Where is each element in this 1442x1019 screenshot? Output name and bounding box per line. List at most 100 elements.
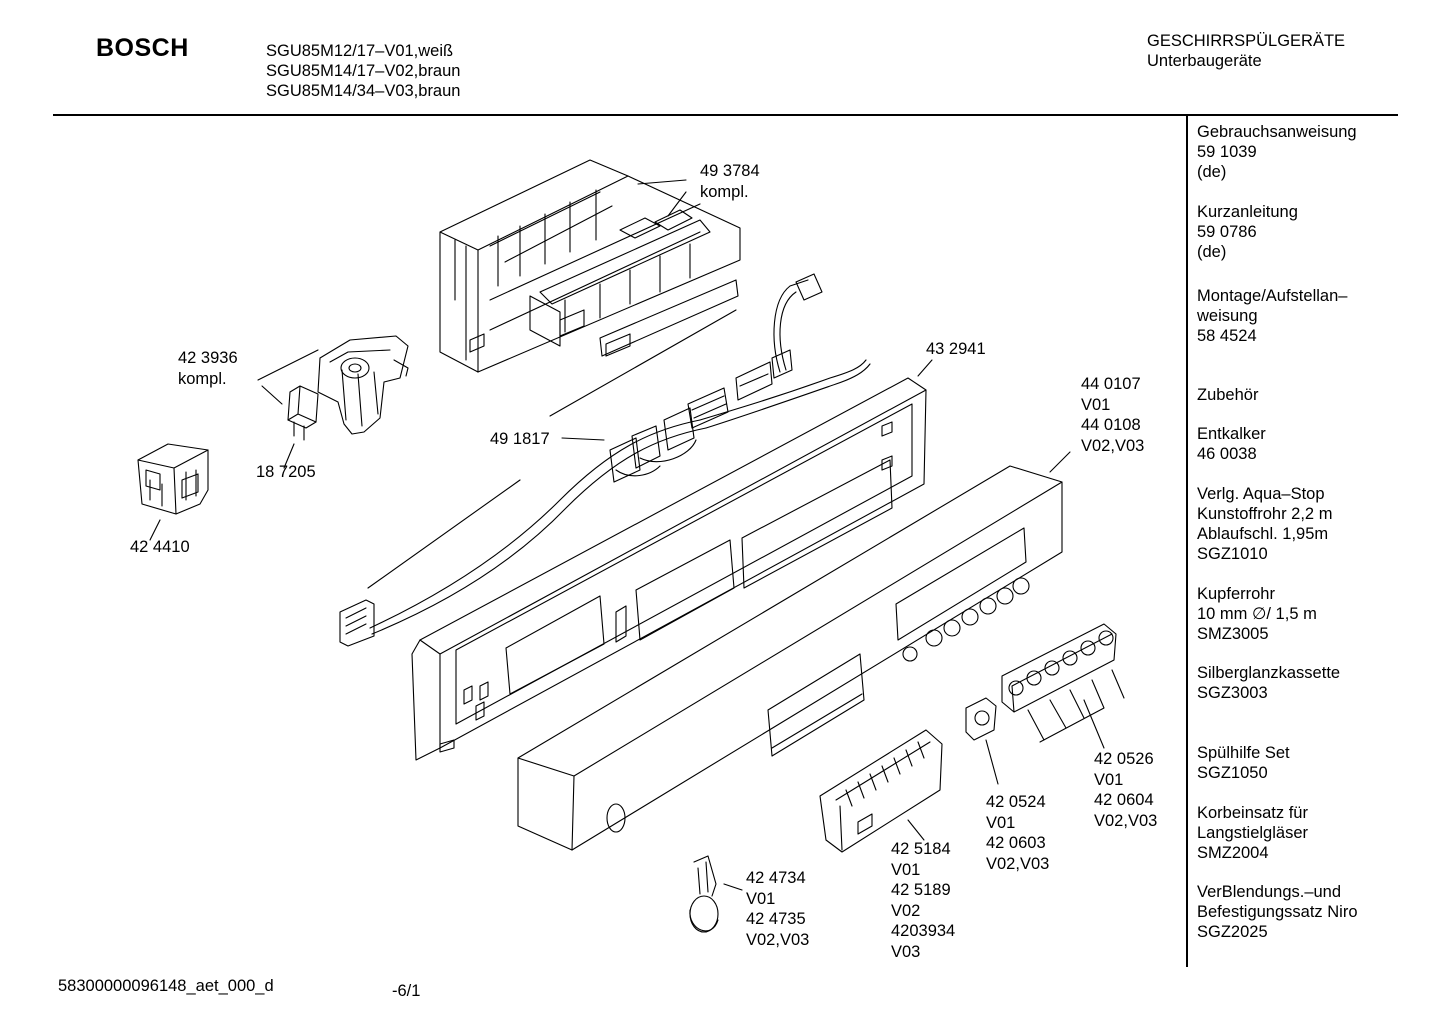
capacitor-part[interactable] xyxy=(288,386,318,440)
callout-line: V01 xyxy=(1081,395,1111,414)
sidebar-line: Zubehör xyxy=(1197,386,1259,404)
sidebar-line: (de) xyxy=(1197,243,1227,261)
sidebar-line: 46 0038 xyxy=(1197,445,1257,463)
sidebar-line: Korbeinsatz für xyxy=(1197,804,1308,822)
callout-420526: 42 0526 V01 42 0604 V02,V03 xyxy=(1094,749,1157,831)
callout-line: V01 xyxy=(891,860,921,879)
sidebar-entry: Korbeinsatz für Langstielgläser SMZ2004 xyxy=(1197,803,1308,863)
sidebar-entry: Verlg. Aqua–Stop Kunstoffrohr 2,2 m Abla… xyxy=(1197,484,1332,564)
wiring-harness-part[interactable] xyxy=(340,274,870,646)
sidebar-line: Kupferrohr xyxy=(1197,585,1275,603)
callout-491817: 49 1817 xyxy=(490,429,550,450)
sidebar-line: Befestigungssatz Niro xyxy=(1197,903,1358,921)
sidebar-line: Montage/Aufstellan– xyxy=(1197,287,1348,305)
sidebar-entry: Spülhilfe Set SGZ1050 xyxy=(1197,743,1290,783)
door-knob-part[interactable] xyxy=(690,856,718,932)
callout-line: 42 5189 xyxy=(891,881,951,899)
callout-line: kompl. xyxy=(178,369,227,388)
category-heading: GESCHIRRSPÜLGERÄTE Unterbaugeräte xyxy=(1147,31,1345,71)
page-number: -6/1 xyxy=(392,982,421,1000)
electronic-module-part[interactable] xyxy=(440,160,740,372)
callout-423936: 42 3936 kompl. xyxy=(178,348,238,389)
sidebar-entry: Zubehör xyxy=(1197,385,1258,405)
sidebar-line: SGZ2025 xyxy=(1197,923,1268,941)
callout-line: 43 2941 xyxy=(926,340,986,358)
callout-line: V01 xyxy=(986,813,1016,832)
callout-line: 42 0604 xyxy=(1094,791,1154,809)
model-line: SGU85M14/34–V03,braun xyxy=(266,82,461,100)
sidebar-line: Verlg. Aqua–Stop xyxy=(1197,485,1325,503)
callout-line: V03 xyxy=(891,942,921,961)
callout-187205: 18 7205 xyxy=(256,462,316,483)
sidebar-line: SGZ3003 xyxy=(1197,684,1268,702)
header-divider xyxy=(53,114,1398,116)
control-panel-frame-part[interactable] xyxy=(412,378,926,760)
sidebar-entry: Gebrauchsanweisung 59 1039 (de) xyxy=(1197,122,1357,182)
document-id: 58300000096148_aet_000_d xyxy=(58,977,274,995)
sidebar-divider xyxy=(1186,116,1188,967)
sidebar-line: Langstielgläser xyxy=(1197,824,1308,842)
callout-line: 42 0603 xyxy=(986,834,1046,852)
callout-line: V02,V03 xyxy=(1094,811,1158,830)
callout-line: 49 3784 xyxy=(700,162,760,180)
model-list: SGU85M12/17–V01,weiß SGU85M14/17–V02,bra… xyxy=(266,41,460,101)
callout-line: 44 0108 xyxy=(1081,416,1141,434)
sidebar-line: (de) xyxy=(1197,163,1227,181)
model-line: SGU85M12/17–V01,weiß xyxy=(266,42,454,60)
valve-assembly-part[interactable] xyxy=(318,336,408,434)
callout-424410: 42 4410 xyxy=(130,537,190,558)
sidebar-line: SMZ3005 xyxy=(1197,625,1269,643)
callout-line: 42 4734 xyxy=(746,869,806,887)
sidebar-line: Entkalker xyxy=(1197,425,1266,443)
sidebar-line: VerBlendungs.–und xyxy=(1197,883,1342,901)
callout-line: 44 0107 xyxy=(1081,375,1141,393)
callout-line: V02,V03 xyxy=(986,854,1050,873)
light-guide-part[interactable] xyxy=(820,730,942,852)
callout-424734: 42 4734 V01 42 4735 V02,V03 xyxy=(746,868,809,950)
sidebar-line: SMZ2004 xyxy=(1197,844,1269,862)
callout-432941: 43 2941 xyxy=(926,339,986,360)
sidebar-line: 59 1039 xyxy=(1197,143,1257,161)
category-subtitle: Unterbaugeräte xyxy=(1147,52,1262,70)
callout-line: V02,V03 xyxy=(746,930,810,949)
sidebar-entry: Kupferrohr 10 mm ∅/ 1,5 m SMZ3005 xyxy=(1197,584,1317,644)
front-fascia-part[interactable] xyxy=(518,466,1062,850)
leader-lines xyxy=(150,180,1124,890)
sidebar-line: 10 mm ∅/ 1,5 m xyxy=(1197,605,1317,623)
sidebar-line: Silberglanzkassette xyxy=(1197,664,1341,682)
sidebar-entry: Silberglanzkassette SGZ3003 xyxy=(1197,663,1340,703)
callout-line: V01 xyxy=(746,889,776,908)
callout-line: 42 0524 xyxy=(986,793,1046,811)
sidebar-line: SGZ1050 xyxy=(1197,764,1268,782)
callout-line: 42 0526 xyxy=(1094,750,1154,768)
sidebar-line: Gebrauchsanweisung xyxy=(1197,123,1357,141)
callout-line: 49 1817 xyxy=(490,430,550,448)
callout-line: V02 xyxy=(891,901,921,920)
sidebar-entry: Kurzanleitung 59 0786 (de) xyxy=(1197,202,1298,262)
sidebar-line: Spülhilfe Set xyxy=(1197,744,1290,762)
single-button-part[interactable] xyxy=(966,698,996,740)
sidebar-line: Ablaufschl. 1,95m xyxy=(1197,525,1329,543)
sidebar-line: Kunstoffrohr 2,2 m xyxy=(1197,505,1333,523)
sidebar-line: weisung xyxy=(1197,307,1258,325)
sidebar-entry: Montage/Aufstellan– weisung 58 4524 xyxy=(1197,286,1347,346)
callout-line: 42 4735 xyxy=(746,910,806,928)
button-row-part[interactable] xyxy=(1002,624,1116,712)
sidebar-entry: Entkalker 46 0038 xyxy=(1197,424,1266,464)
callout-line: 4203934 xyxy=(891,922,956,940)
callout-line: V02,V03 xyxy=(1081,436,1145,455)
callout-line: V01 xyxy=(1094,770,1124,789)
relay-block-part[interactable] xyxy=(138,444,208,514)
model-line: SGU85M14/17–V02,braun xyxy=(266,62,461,80)
callout-493784: 49 3784 kompl. xyxy=(700,161,760,202)
callout-line: 18 7205 xyxy=(256,463,316,481)
category-title: GESCHIRRSPÜLGERÄTE xyxy=(1147,32,1346,50)
callout-420524: 42 0524 V01 42 0603 V02,V03 xyxy=(986,792,1049,874)
callout-line: kompl. xyxy=(700,182,749,201)
callout-440107: 44 0107 V01 44 0108 V02,V03 xyxy=(1081,374,1144,456)
callout-line: 42 4410 xyxy=(130,538,190,556)
callout-425184: 42 5184 V01 42 5189 V02 4203934 V03 xyxy=(891,839,955,962)
sidebar-entry: VerBlendungs.–und Befestigungssatz Niro … xyxy=(1197,882,1358,942)
callout-line: 42 5184 xyxy=(891,840,951,858)
